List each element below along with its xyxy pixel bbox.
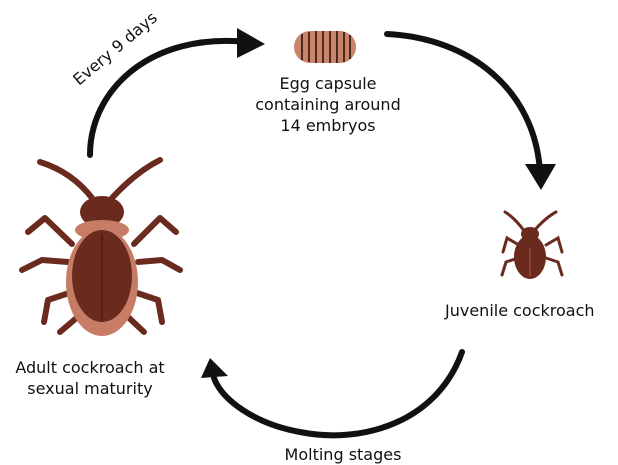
- arrow-juvenile-to-adult: [201, 352, 462, 435]
- egg-capsule-label: Egg capsule containing around 14 embryos: [228, 73, 428, 136]
- juvenile-cockroach-icon: [502, 212, 562, 279]
- molting-stages-label: Molting stages: [268, 444, 418, 465]
- egg-label-line: Egg capsule: [228, 73, 428, 94]
- egg-capsule-icon: [294, 31, 356, 63]
- egg-label-line: containing around: [228, 94, 428, 115]
- egg-label-line: 14 embryos: [228, 115, 428, 136]
- adult-cockroach-icon: [22, 160, 180, 336]
- adult-label-line: sexual maturity: [2, 378, 178, 399]
- juvenile-cockroach-label: Juvenile cockroach: [445, 300, 618, 321]
- adult-label-line: Adult cockroach at: [2, 357, 178, 378]
- adult-cockroach-label: Adult cockroach at sexual maturity: [2, 357, 178, 399]
